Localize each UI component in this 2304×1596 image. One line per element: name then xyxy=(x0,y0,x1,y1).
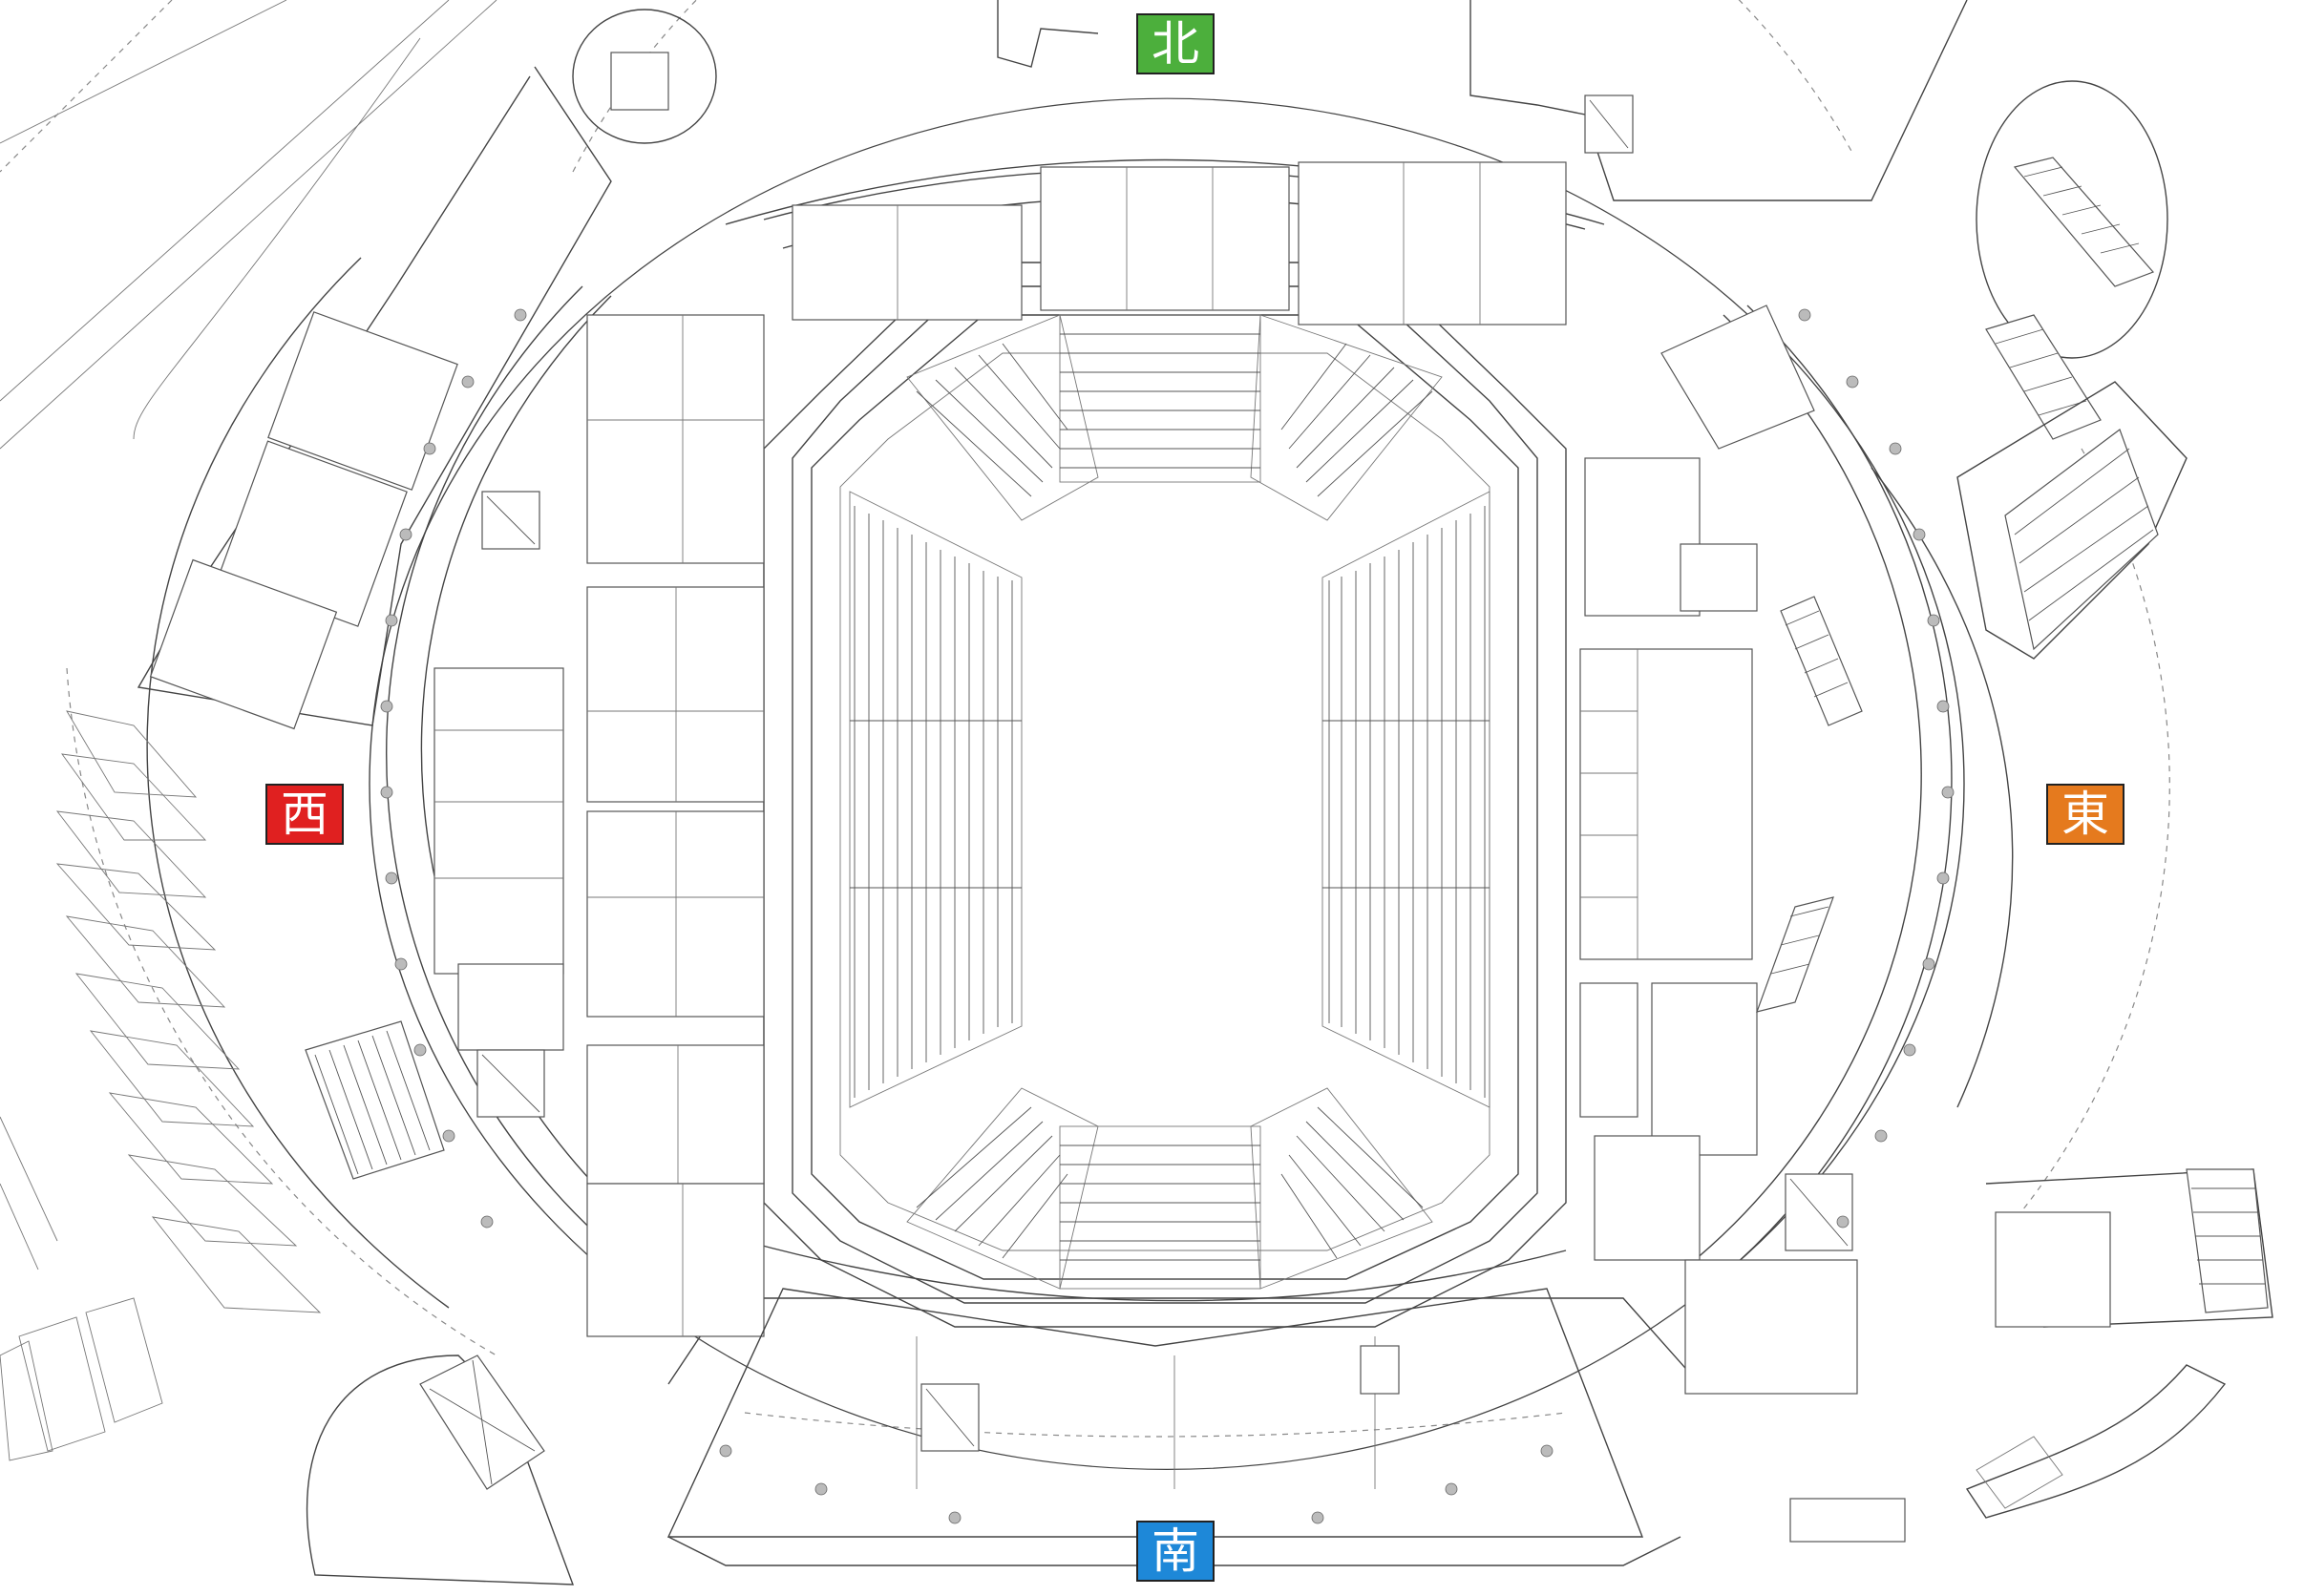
columns xyxy=(380,308,1955,1524)
seating-west xyxy=(849,491,1023,1108)
west-annex xyxy=(137,9,717,730)
seating-east xyxy=(1321,491,1490,1108)
road-lines xyxy=(0,0,497,1270)
south-direction-badge: 南 xyxy=(1136,1521,1215,1582)
east-rooms xyxy=(1579,304,1858,1395)
west-rooms xyxy=(433,314,765,1337)
seating-north xyxy=(906,314,1443,521)
east-structures xyxy=(1789,80,2273,1543)
arena-walls xyxy=(763,262,1567,1328)
west-direction-badge: 西 xyxy=(265,784,344,845)
east-direction-badge: 東 xyxy=(2046,784,2124,845)
seating-south xyxy=(906,1087,1433,1290)
north-direction-badge: 北 xyxy=(1136,13,1215,74)
parking-west xyxy=(55,710,322,1313)
north-building xyxy=(792,0,1968,326)
site-boundary xyxy=(66,0,2170,1438)
southwest-structures xyxy=(0,1020,575,1586)
east-stairs xyxy=(1756,596,1863,1013)
